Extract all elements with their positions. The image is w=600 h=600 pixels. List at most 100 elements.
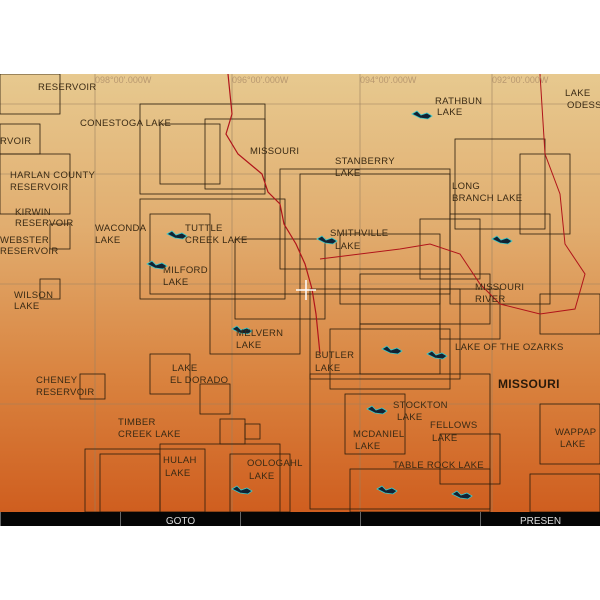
place-label-butler-1: BUTLER (315, 350, 355, 361)
chart-boundary (229, 453, 291, 512)
chart-boundary (99, 453, 161, 512)
place-label-mcdaniel-1: MCDANIEL (353, 429, 405, 440)
chart-boundary (234, 238, 326, 320)
lake-shape (426, 350, 448, 360)
chart-boundaries (0, 74, 600, 512)
softkey-4[interactable] (360, 512, 480, 526)
chart-boundary (539, 403, 600, 465)
place-label-stanberry-2: LAKE (335, 168, 361, 179)
missouri-river-line (225, 74, 321, 355)
place-label-melvern-2: LAKE (236, 340, 262, 351)
lake-shape (316, 235, 338, 245)
place-label-harlan-1: HARLAN COUNTY (10, 170, 96, 181)
place-label-webster-2: RESERVOIR (0, 246, 59, 257)
cursor-crosshair (296, 280, 316, 300)
lake-shape (231, 325, 253, 335)
place-label-oologah-1: OOLOGAHL (247, 458, 303, 469)
chart-boundary (309, 373, 491, 510)
chart-boundary (204, 118, 266, 190)
place-label-webster-1: WEBSTER (0, 235, 50, 246)
softkey-present[interactable]: PRESEN (480, 512, 600, 526)
place-label-wilson-1: WILSON (14, 290, 54, 301)
chart-map[interactable]: 098°00'.000W 096°00'.000W 094°00'.000W 0… (0, 74, 600, 512)
chart-boundary (79, 373, 106, 400)
longitude-label: 092°00'.000W (492, 75, 549, 85)
place-label-butler-2: LAKE (315, 363, 341, 374)
place-label-cheney-2: RESERVOIR (36, 387, 95, 398)
softkey-3[interactable] (240, 512, 360, 526)
chart-boundary (149, 213, 211, 295)
place-label-stanberry-1: STANBERRY (335, 156, 395, 167)
place-label-kirwin-1: KIRWIN (15, 207, 51, 218)
place-label-kirwin-2: RESERVOIR (15, 218, 74, 229)
chart-boundary (339, 233, 441, 305)
chart-boundary (149, 353, 191, 395)
missouri-river-line (319, 74, 586, 315)
place-label-harlan-2: RESERVOIR (10, 182, 69, 193)
chart-boundary (209, 293, 301, 355)
softkey-1[interactable] (0, 512, 120, 526)
chart-boundary (0, 153, 71, 215)
chart-boundary (159, 443, 281, 512)
place-label-wilson-2: LAKE (14, 301, 40, 312)
place-label-milford-1: MILFORD (163, 265, 208, 276)
place-label-smithville-1: SMITHVILLE (330, 228, 389, 239)
longitude-label: 094°00'.000W (360, 75, 417, 85)
place-label-stockton-2: LAKE (397, 412, 423, 423)
place-label-tablerock: TABLE ROCK LAKE (393, 460, 484, 471)
lake-shape (376, 485, 398, 495)
chart-boundary (49, 223, 71, 250)
place-label-conestoga: CONESTOGA LAKE (80, 118, 172, 129)
chart-boundary (329, 328, 451, 390)
place-label-rathbun-1: RATHBUN (435, 96, 483, 107)
chart-boundary (439, 288, 501, 340)
place-label-hulah-2: LAKE (165, 468, 191, 479)
chart-boundary (309, 288, 461, 380)
place-label-timber-1: TIMBER (118, 417, 156, 428)
chart-boundary (159, 123, 221, 185)
place-label-ozarks: LAKE OF THE OZARKS (455, 342, 564, 353)
chart-boundary (454, 138, 546, 230)
place-label-missouri-n: MISSOURI (250, 146, 300, 157)
place-label-tuttle-2: CREEK LAKE (185, 235, 248, 246)
place-label-odessa-1: LAKE (565, 88, 591, 99)
place-label-mo-river-2: RIVER (475, 294, 506, 305)
place-label-milford-2: LAKE (163, 277, 189, 288)
chart-boundary (39, 278, 61, 300)
lake-shape (366, 405, 388, 415)
place-label-melvern-1: MELVERN (236, 328, 284, 339)
lake-shape (411, 110, 433, 120)
place-label-waconda-1: WACONDA (95, 223, 147, 234)
place-label-reservoir-top: RESERVOIR (38, 82, 97, 93)
chart-boundary (219, 418, 246, 445)
place-label-smithville-2: LAKE (335, 241, 361, 252)
chart-boundary (244, 423, 261, 440)
place-label-mo-river-1: MISSOURI (475, 282, 525, 293)
chart-boundary (349, 468, 491, 512)
chart-boundary (359, 273, 491, 325)
place-label-waconda-2: LAKE (95, 235, 121, 246)
longitude-label: 098°00'.000W (95, 75, 152, 85)
lake-shape (231, 485, 253, 495)
softkey-bar: GOTO PRESEN (0, 512, 600, 526)
lake-shape (491, 235, 513, 245)
chart-boundary (84, 448, 206, 512)
place-label-rathbun-2: LAKE (437, 107, 463, 118)
place-label-stockton-1: STOCKTON (393, 400, 448, 411)
chart-boundary (539, 293, 600, 335)
lake-shape (451, 490, 473, 500)
place-label-wappap-1: WAPPAP (555, 427, 597, 438)
lake-shape (381, 345, 403, 355)
chart-boundary (359, 323, 441, 375)
chart-boundary (0, 74, 61, 115)
chart-boundary (529, 473, 600, 512)
chart-boundary (139, 198, 286, 300)
place-label-oologah-2: LAKE (249, 471, 275, 482)
chartplotter-screen: 098°00'.000W 096°00'.000W 094°00'.000W 0… (0, 74, 600, 526)
place-label-fellows-2: LAKE (432, 433, 458, 444)
place-label-timber-2: CREEK LAKE (118, 429, 181, 440)
place-label-hulah-1: HULAH (163, 455, 197, 466)
place-label-tuttle-1: TUTTLE (185, 223, 223, 234)
softkey-goto[interactable]: GOTO (120, 512, 240, 526)
longitude-label: 096°00'.000W (232, 75, 289, 85)
